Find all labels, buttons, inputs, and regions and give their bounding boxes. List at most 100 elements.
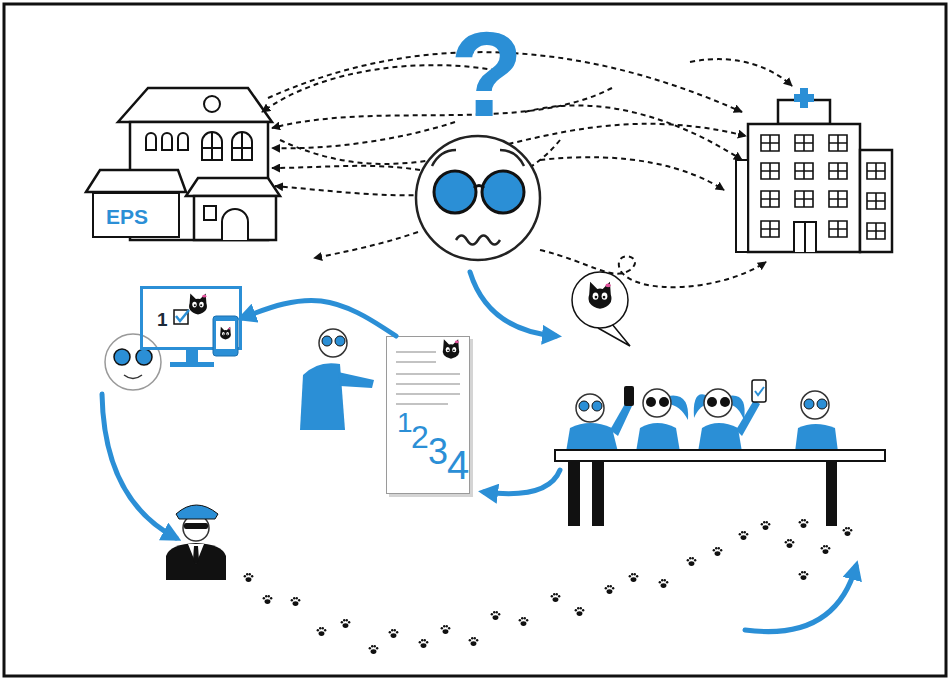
glasses-lens: [804, 399, 814, 409]
paw-print: [785, 539, 795, 548]
person-head: [576, 394, 604, 422]
guard-cap: [176, 505, 218, 519]
dark-glasses: [720, 397, 730, 407]
dashed-arrow: [272, 166, 420, 170]
window: [795, 135, 813, 151]
glasses-lens: [322, 336, 332, 346]
speech-bubble: [572, 272, 628, 328]
paw-print: [469, 637, 479, 646]
building-roof: [118, 88, 272, 122]
person-head: [704, 389, 732, 417]
window: [795, 163, 813, 179]
checkbox: [174, 310, 188, 324]
paw-print: [317, 627, 327, 636]
flow-arrow: [484, 470, 560, 494]
question-mark: ?: [450, 14, 523, 134]
check-mark: [755, 387, 764, 395]
person-head: [801, 391, 829, 419]
building-window: [204, 96, 220, 112]
person-arm: [338, 372, 374, 388]
window: [829, 191, 847, 207]
paw-print: [629, 573, 639, 582]
glasses-lens: [592, 401, 602, 411]
window: [829, 135, 847, 151]
document-sheet: 1234: [386, 336, 470, 494]
window: [867, 223, 885, 239]
wavy-mouth: [456, 236, 500, 245]
glasses-lens: [482, 171, 524, 213]
monitor-stand: [170, 350, 214, 367]
leg: [568, 460, 580, 526]
building-window: [146, 132, 252, 160]
window: [867, 163, 885, 179]
window: [829, 221, 847, 237]
person-head: [319, 329, 347, 357]
leg: [826, 460, 837, 526]
cat-icon: [443, 339, 460, 359]
monitor-screen: 1: [140, 286, 242, 350]
hospital-annex: [860, 150, 892, 252]
paw-print: [799, 571, 809, 580]
flow-arrow: [242, 300, 396, 336]
paw-print: [659, 579, 669, 588]
glasses-lens: [434, 171, 476, 213]
check-mark: [176, 310, 189, 321]
paw-print: [605, 585, 615, 594]
glasses-bridge: [474, 186, 484, 189]
flow-arrow: [470, 272, 556, 336]
dashed-arrow: [540, 157, 724, 190]
glasses-lens: [817, 399, 827, 409]
hospital-annex: [736, 160, 748, 252]
dark-glasses: [707, 397, 717, 407]
flow-arrow: [745, 566, 856, 632]
paw-print: [389, 629, 399, 638]
building-door: [204, 206, 248, 240]
screen-number: 1: [157, 310, 168, 329]
person-body: [636, 423, 680, 452]
building-wing: [93, 193, 179, 237]
building-name: EPS: [106, 206, 148, 227]
glasses-lens: [579, 401, 589, 411]
step-number: 2: [411, 421, 429, 453]
eps-building-wing: EPS: [92, 192, 180, 238]
cat-icon: [588, 282, 611, 309]
window: [761, 163, 779, 179]
window: [867, 193, 885, 209]
paw-print: [821, 545, 831, 554]
window: [761, 221, 779, 237]
paw-print: [739, 531, 749, 540]
step-number: 4: [447, 445, 469, 485]
glasses-lens: [136, 349, 152, 365]
paw-print: [575, 607, 585, 616]
paw-print: [291, 597, 301, 606]
paw-print: [551, 593, 561, 602]
phone: [624, 386, 634, 406]
phone: [213, 316, 238, 356]
window: [761, 135, 779, 151]
paw-print: [761, 521, 771, 530]
hospital-cross: [794, 88, 814, 108]
hospital-body: [748, 124, 860, 252]
dark-glasses: [646, 397, 656, 407]
dashed-arrow: [272, 88, 612, 128]
sunglasses: [184, 523, 208, 529]
paw-print: [341, 619, 351, 628]
text-lines: [396, 352, 460, 404]
frame: [4, 4, 946, 676]
paw-print: [799, 519, 809, 528]
hospital-door: [794, 222, 816, 252]
person-body: [698, 423, 742, 452]
dashed-arrow: [314, 232, 418, 258]
guard-shirt: [188, 544, 204, 564]
window: [795, 191, 813, 207]
dashed-arrow: [272, 122, 455, 148]
building-roof: [86, 170, 186, 192]
cat-icon: [220, 327, 231, 340]
step-number: 3: [428, 434, 448, 470]
cat-icon: [189, 293, 207, 314]
dashed-arrow: [690, 59, 792, 86]
person-arm: [610, 402, 632, 436]
phone-screen: [216, 321, 235, 349]
user-face: [105, 334, 161, 390]
dark-glasses: [659, 397, 669, 407]
